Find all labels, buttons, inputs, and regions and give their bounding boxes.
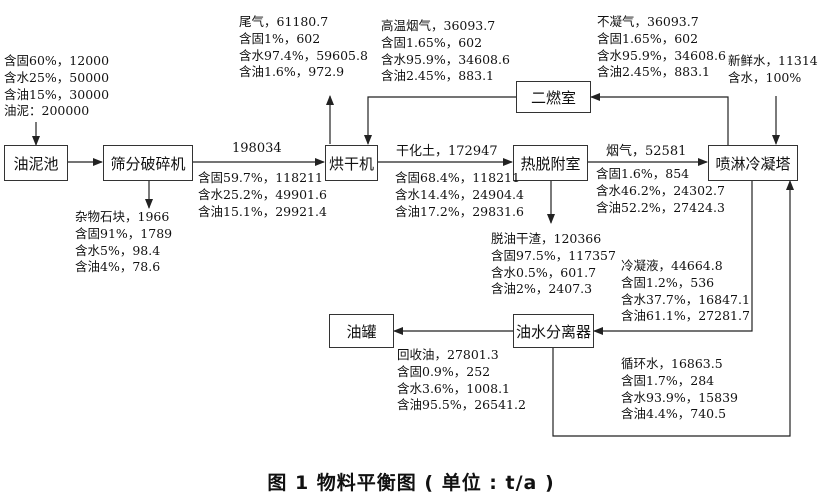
- label-hot-flue-gas: 高温烟气，36093.7 含固1.65%，602 含水95.9%，34608.6…: [381, 18, 510, 85]
- arrow-tower-separator: [593, 181, 753, 335]
- circulating-water-solid: 含固1.7%，284: [621, 372, 715, 388]
- node-secondary-combustion: 二燃室: [516, 81, 591, 113]
- tail-gas-water: 含水97.4%，59605.8: [239, 47, 368, 63]
- label-tail-gas: 尾气，61180.7 含固1%，602 含水97.4%，59605.8 含油1.…: [239, 14, 368, 81]
- label-flue-gas: 含固1.6%，854 含水46.2%，24302.7 含油52.2%，27424…: [596, 166, 725, 216]
- condensate-water: 含水37.7%，16847.1: [621, 291, 750, 307]
- debris-solid: 含固91%，1789: [75, 225, 173, 241]
- label-circulating-water: 循环水，16863.5 含固1.7%，284 含水93.9%，15839 含油4…: [621, 356, 738, 423]
- node-screen-crusher: 筛分破碎机: [103, 145, 193, 181]
- node-oil-water-separator: 油水分离器: [513, 314, 594, 348]
- tail-gas-total: 尾气，61180.7: [239, 14, 329, 29]
- tail-gas-solid: 含固1%，602: [239, 30, 321, 46]
- label-flue-gas-title: 烟气，52581: [606, 144, 687, 159]
- crusher-output-oil: 含油15.1%，29921.4: [198, 203, 327, 219]
- flue-gas-water: 含水46.2%，24302.7: [596, 182, 725, 198]
- flow-198034: 198034: [232, 141, 282, 156]
- debris-oil: 含油4%，78.6: [75, 259, 161, 275]
- noncondensable-water: 含水95.9%，34608.6: [597, 47, 726, 63]
- label-feed: 含固60%，12000 含水25%，50000 含油15%，30000 油泥：2…: [4, 53, 109, 120]
- hot-flue-gas-total: 高温烟气，36093.7: [381, 18, 496, 33]
- recovered-oil-oil: 含油95.5%，26541.2: [397, 397, 526, 413]
- label-dried-soil: 含固68.4%，118211 含水14.4%，24904.4 含油17.2%，2…: [395, 170, 524, 220]
- debris-total: 杂物石块，1966: [75, 209, 170, 224]
- dried-soil-oil: 含油17.2%，29831.6: [395, 203, 524, 219]
- condensate-oil: 含油61.1%，27281.7: [621, 308, 750, 324]
- dried-soil-water: 含水14.4%，24904.4: [395, 186, 524, 202]
- residue-solid: 含固97.5%，117357: [491, 247, 616, 263]
- noncondensable-oil: 含油2.45%，883.1: [597, 64, 710, 80]
- label-condensate: 冷凝液，44664.8 含固1.2%，536 含水37.7%，16847.1 含…: [621, 258, 750, 325]
- label-dried-soil-title: 干化土，172947: [396, 144, 498, 159]
- node-sludge-pool: 油泥池: [4, 145, 68, 181]
- node-spray-tower: 喷淋冷凝塔: [708, 145, 798, 181]
- recovered-oil-water: 含水3.6%，1008.1: [397, 380, 510, 396]
- label-residue: 脱油干渣，120366 含固97.5%，117357 含水0.5%，601.7 …: [491, 231, 616, 298]
- dried-soil-solid: 含固68.4%，118211: [395, 170, 520, 185]
- crusher-output-water: 含水25.2%，49901.6: [198, 186, 327, 202]
- circulating-water-oil: 含油4.4%，740.5: [621, 406, 727, 422]
- arrow-combustion-dryer: [364, 96, 516, 145]
- feed-water: 含水25%，50000: [4, 69, 110, 85]
- fresh-water-total: 新鲜水，11314: [728, 53, 818, 68]
- label-noncondensable: 不凝气，36093.7 含固1.65%，602 含水95.9%，34608.6 …: [597, 14, 726, 81]
- hot-flue-gas-solid: 含固1.65%，602: [381, 34, 483, 50]
- feed-oil: 含油15%，30000: [4, 86, 110, 102]
- feed-total: 油泥：200000: [4, 103, 90, 119]
- noncondensable-total: 不凝气，36093.7: [597, 14, 699, 29]
- label-crusher-output: 含固59.7%，118211 含水25.2%，49901.6 含油15.1%，2…: [198, 170, 327, 220]
- condensate-total: 冷凝液，44664.8: [621, 258, 723, 273]
- hot-flue-gas-water: 含水95.9%，34608.6: [381, 51, 510, 67]
- flue-gas-oil: 含油52.2%，27424.3: [596, 199, 725, 215]
- feed-solid: 含固60%，12000: [4, 53, 110, 68]
- circulating-water-total: 循环水，16863.5: [621, 356, 723, 371]
- node-dryer: 烘干机: [325, 145, 378, 181]
- hot-flue-gas-oil: 含油2.45%，883.1: [381, 68, 494, 84]
- recovered-oil-total: 回收油，27801.3: [397, 347, 499, 362]
- noncondensable-solid: 含固1.65%，602: [597, 30, 699, 46]
- label-fresh-water: 新鲜水，11314 含水，100%: [728, 53, 818, 87]
- recovered-oil-solid: 含固0.9%，252: [397, 363, 491, 379]
- debris-water: 含水5%，98.4: [75, 242, 161, 258]
- condensate-solid: 含固1.2%，536: [621, 274, 715, 290]
- flue-gas-solid: 含固1.6%，854: [596, 166, 690, 181]
- fresh-water-water: 含水，100%: [728, 69, 802, 85]
- residue-water: 含水0.5%，601.7: [491, 264, 597, 280]
- node-oil-tank: 油罐: [329, 314, 394, 348]
- label-debris: 杂物石块，1966 含固91%，1789 含水5%，98.4 含油4%，78.6: [75, 209, 172, 276]
- node-thermal-desorption: 热脱附室: [513, 145, 588, 181]
- label-recovered-oil: 回收油，27801.3 含固0.9%，252 含水3.6%，1008.1 含油9…: [397, 347, 526, 414]
- arrow-tower-combustion: [590, 93, 729, 145]
- crusher-output-solid: 含固59.7%，118211: [198, 170, 323, 185]
- tail-gas-oil: 含油1.6%，972.9: [239, 64, 345, 80]
- residue-oil: 含油2%，2407.3: [491, 281, 593, 297]
- figure-caption: 图 1 物料平衡图 ( 单位 : t/a ): [267, 472, 555, 494]
- arrow-circulating-water: [552, 180, 794, 437]
- circulating-water-water: 含水93.9%，15839: [621, 389, 738, 405]
- residue-total: 脱油干渣，120366: [491, 231, 602, 246]
